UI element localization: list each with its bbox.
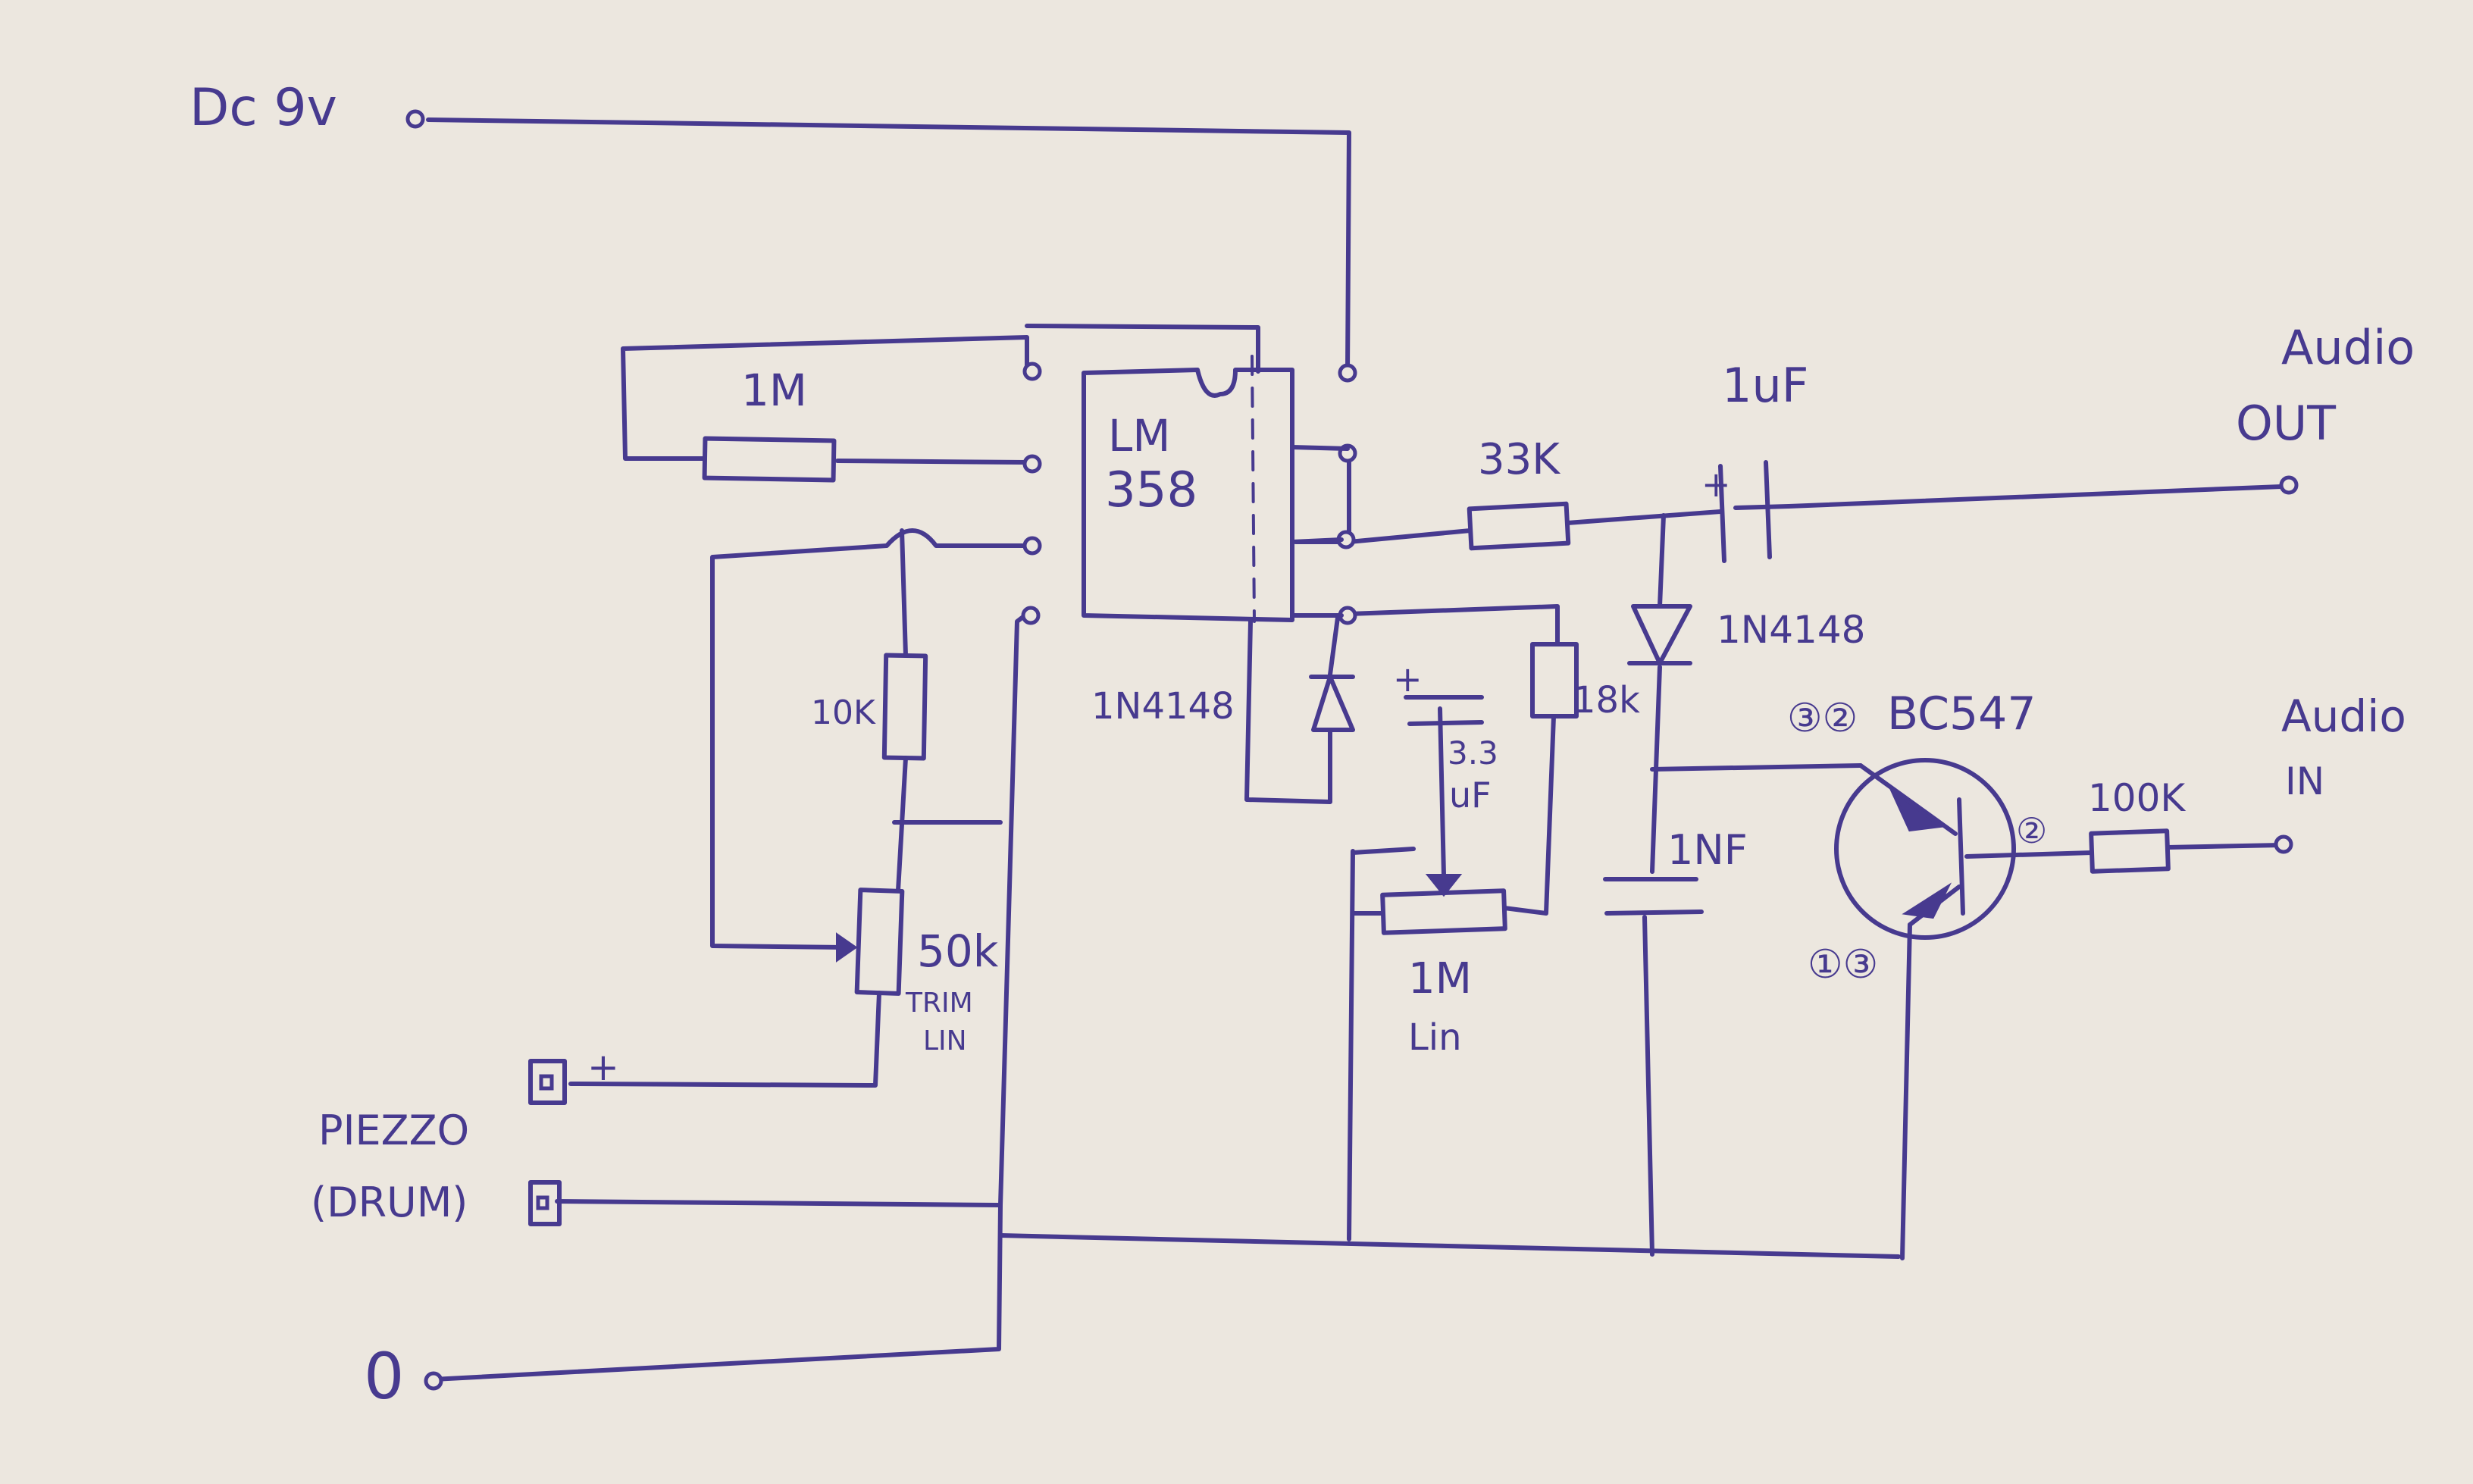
resistor-1m xyxy=(702,436,837,483)
resistor-100k xyxy=(2089,828,2171,874)
trim-pot-50k xyxy=(836,888,905,996)
capacitor-3-3uf-label-line2: uF xyxy=(1449,775,1492,816)
transistor-pin-bottom-label: ①③ xyxy=(1808,942,1878,988)
trim-pot-50k-label: 50k xyxy=(917,925,999,977)
piezo-label-line1: PIEZZO xyxy=(318,1107,469,1154)
piezo-terminals xyxy=(528,1059,567,1226)
transistor-pin-base-label: ② xyxy=(2016,810,2047,851)
ground-terminal xyxy=(424,1371,443,1391)
audio-out-terminal xyxy=(2279,475,2299,495)
ground-label: 0 xyxy=(364,1339,404,1414)
capacitor-3-3uf-label-line1: 3.3 xyxy=(1448,734,1498,772)
transistor-label: BC547 xyxy=(1887,687,2036,740)
audio-in-terminal xyxy=(2274,834,2293,854)
resistor-33k xyxy=(1467,501,1571,551)
resistor-10k xyxy=(881,653,928,761)
diode-1n4148-left xyxy=(1309,675,1355,732)
resistor-100k-label: 100K xyxy=(2088,776,2186,820)
audio-in-label-line2: IN xyxy=(2285,759,2324,803)
resistor-33k-label: 33K xyxy=(1478,435,1560,484)
lm358-chip xyxy=(1021,362,1357,625)
audio-in-label-line1: Audio xyxy=(2281,690,2406,742)
diode-1n4148-right xyxy=(1627,604,1692,665)
resistor-1m-label: 1M xyxy=(741,365,807,416)
capacitor-1uf-label: 1uF xyxy=(1722,358,1808,413)
pot-1m xyxy=(1380,874,1507,935)
transistor-bc547 xyxy=(1834,758,2016,940)
pot-1m-sub: Lin xyxy=(1408,1016,1462,1059)
dc-input-terminal xyxy=(405,109,425,129)
piezo-label-line2: (DRUM) xyxy=(311,1179,468,1226)
pot-1m-label: 1M xyxy=(1408,954,1472,1003)
capacitor-1uf-plus: + xyxy=(1701,464,1731,505)
resistor-10k-label: 10K xyxy=(811,693,876,732)
capacitor-1nf-label: 1NF xyxy=(1667,826,1748,874)
capacitor-1uf xyxy=(1718,460,1791,563)
transistor-pin-top-label: ③② xyxy=(1787,696,1858,741)
capacitor-1nf xyxy=(1603,877,1704,916)
piezo-plus-label: + xyxy=(587,1045,619,1089)
trim-pot-50k-sub2: LIN xyxy=(923,1025,967,1057)
ic-label-line1: LM xyxy=(1108,410,1170,462)
resistor-18k xyxy=(1530,642,1579,719)
wires xyxy=(426,117,2284,1382)
dc-supply-label: Dc 9v xyxy=(189,78,337,138)
labels: Dc 9v 1M LM 358 33K 1uF + Audio OUT 10K … xyxy=(189,78,2415,1414)
trim-pot-50k-sub1: TRIM xyxy=(905,988,973,1019)
diode-right-label: 1N4148 xyxy=(1717,608,1865,652)
ic-label-line2: 358 xyxy=(1105,462,1197,518)
capacitor-3-3uf xyxy=(1404,695,1484,726)
audio-out-label-line1: Audio xyxy=(2281,320,2415,375)
diode-left-label: 1N4148 xyxy=(1091,685,1235,728)
capacitor-3-3uf-plus: + xyxy=(1393,659,1423,700)
resistor-18k-label: 18k xyxy=(1573,679,1640,722)
audio-out-label-line2: OUT xyxy=(2236,396,2337,451)
